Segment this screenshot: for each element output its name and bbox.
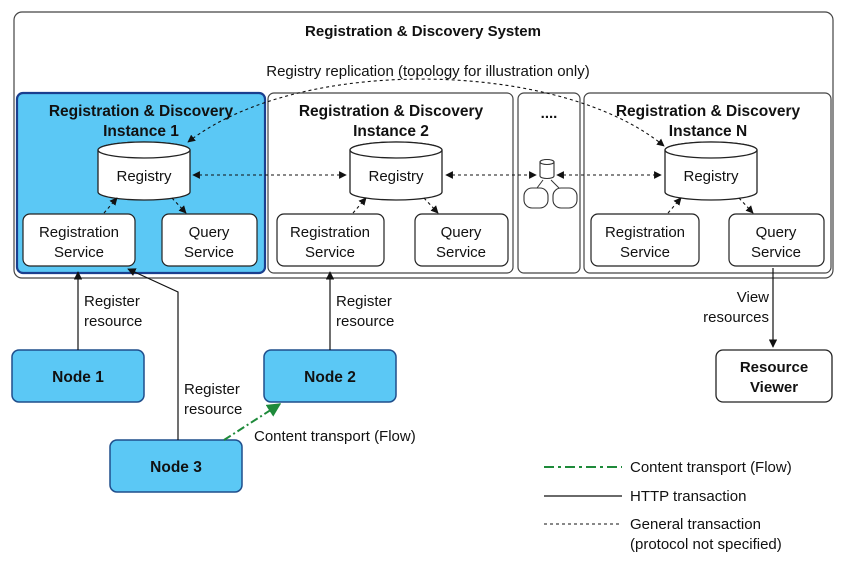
registration-service-2-line1: Registration: [290, 224, 370, 241]
instance-2-title: Registration & Discovery: [299, 103, 484, 120]
registry-2: Registry: [349, 141, 443, 201]
ellipsis-label: ....: [541, 105, 558, 122]
register-resource-1-line2: resource: [84, 313, 142, 330]
query-service-1-line2: Service: [184, 244, 234, 261]
view-resources-line2: resources: [703, 309, 769, 326]
query-service-n: [728, 213, 825, 267]
registry-2-label: Registry: [368, 168, 424, 185]
instance-1-title: Registration & Discovery: [49, 103, 234, 120]
resource-viewer-line1: Resource: [740, 359, 808, 376]
register-resource-2-line1: Register: [336, 293, 392, 310]
legend-flow-label: Content transport (Flow): [630, 459, 792, 476]
http-arrows: [73, 268, 778, 440]
registry-1-label: Registry: [116, 168, 172, 185]
legend-http-label: HTTP transaction: [630, 488, 746, 505]
legend: Content transport (Flow) HTTP transactio…: [544, 459, 792, 553]
node-3: [109, 439, 243, 493]
query-service-1-line1: Query: [189, 224, 230, 241]
registry-n-label: Registry: [683, 168, 739, 185]
registration-service-2: [276, 213, 385, 267]
register-resource-2-line2: resource: [336, 313, 394, 330]
mini-topology-icon: [523, 158, 578, 209]
node-1-label: Node 1: [52, 369, 104, 386]
register-resource-3-line1: Register: [184, 381, 240, 398]
registry-1: Registry: [97, 141, 191, 201]
content-transport-label: Content transport (Flow): [254, 428, 416, 445]
content-transport-arrow: [223, 403, 282, 441]
registration-service-n-line2: Service: [620, 244, 670, 261]
instance-n-title: Registration & Discovery: [616, 103, 801, 120]
legend-general-label-2: (protocol not specified): [630, 536, 782, 553]
register-resource-1-line1: Register: [84, 293, 140, 310]
resource-viewer-line2: Viewer: [750, 379, 798, 396]
query-service-n-line1: Query: [756, 224, 797, 241]
registration-service-2-line2: Service: [305, 244, 355, 261]
instance-n-subtitle: Instance N: [669, 123, 747, 140]
registration-service-n-line1: Registration: [605, 224, 685, 241]
general-transaction-arrows: [103, 78, 754, 214]
registry-n: Registry: [664, 141, 758, 201]
instance-1-subtitle: Instance 1: [103, 123, 179, 140]
query-service-2: [414, 213, 509, 267]
node-2-label: Node 2: [304, 369, 356, 386]
node-3-label: Node 3: [150, 459, 202, 476]
query-service-2-line2: Service: [436, 244, 486, 261]
query-service-n-line2: Service: [751, 244, 801, 261]
system-title: Registration & Discovery System: [305, 23, 541, 40]
view-resources-line1: View: [737, 289, 769, 306]
registration-service-n: [590, 213, 700, 267]
registration-service-1-line1: Registration: [39, 224, 119, 241]
resource-viewer: [715, 349, 833, 403]
query-service-2-line1: Query: [441, 224, 482, 241]
instance-2-subtitle: Instance 2: [353, 123, 429, 140]
register-resource-3-line2: resource: [184, 401, 242, 418]
registration-service-1-line2: Service: [54, 244, 104, 261]
query-service-1: [161, 213, 258, 267]
legend-general-label-1: General transaction: [630, 516, 761, 533]
registration-service-1: [22, 213, 136, 267]
replication-label: Registry replication (topology for illus…: [266, 63, 589, 80]
